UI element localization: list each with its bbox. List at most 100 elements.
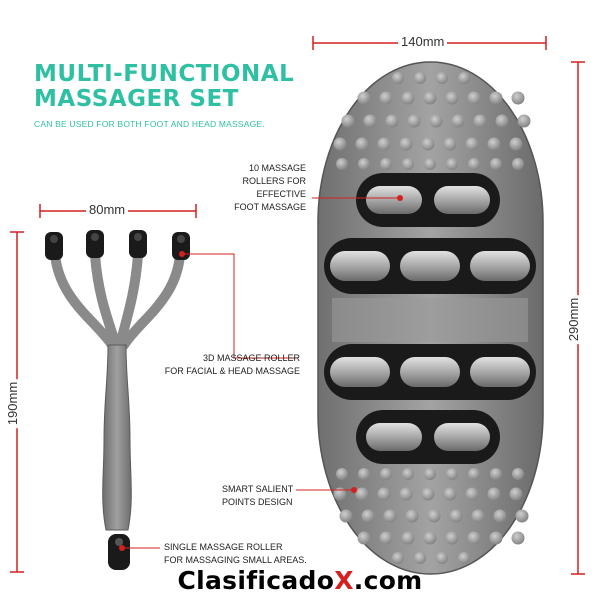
- salient-point: [383, 509, 397, 523]
- salient-point: [336, 158, 348, 170]
- center-band: [332, 298, 528, 342]
- salient-point: [465, 137, 479, 151]
- salient-point: [358, 468, 370, 480]
- salient-point: [355, 487, 369, 501]
- salient-point: [380, 158, 392, 170]
- salient-point: [445, 531, 459, 545]
- salient-point: [465, 487, 479, 501]
- page-title: MULTI-FUNCTIONAL MASSAGER SET: [34, 62, 294, 112]
- salient-point: [392, 552, 404, 564]
- callout-rollers-line2: ROLLERS FOR EFFECTIVE: [242, 176, 306, 199]
- salient-point: [509, 137, 523, 151]
- watermark-part1: Clasificado: [177, 566, 335, 595]
- salient-point: [515, 509, 529, 523]
- salient-point: [489, 531, 503, 545]
- salient-point: [361, 509, 375, 523]
- salient-point: [429, 114, 443, 128]
- callout-rollers-line3: FOOT MASSAGE: [234, 202, 306, 212]
- salient-point: [341, 114, 355, 128]
- salient-point: [446, 468, 458, 480]
- salient-point: [377, 487, 391, 501]
- salient-point: [336, 468, 348, 480]
- salient-point: [424, 468, 436, 480]
- watermark-part3: .com: [353, 566, 423, 595]
- callout-salient-line1: SMART SALIENT: [222, 484, 294, 494]
- subtitle: CAN BE USED FOR BOTH FOOT AND HEAD MASSA…: [34, 119, 265, 129]
- salient-point: [517, 114, 531, 128]
- salient-point: [458, 72, 470, 84]
- salient-point: [399, 487, 413, 501]
- salient-point: [436, 552, 448, 564]
- salient-point: [385, 114, 399, 128]
- salient-point: [333, 137, 347, 151]
- roller-row-3: [324, 344, 536, 400]
- salient-point: [424, 158, 436, 170]
- dim-label-foot-width: 140mm: [398, 34, 448, 49]
- title-line-1: MULTI-FUNCTIONAL: [34, 61, 295, 87]
- callout-salient: SMART SALIENT POINTS DESIGN: [222, 483, 293, 509]
- salient-point: [445, 91, 459, 105]
- callout-single-roller: SINGLE MASSAGE ROLLER FOR MASSAGING SMAL…: [164, 541, 307, 567]
- salient-point: [495, 114, 509, 128]
- salient-point: [421, 137, 435, 151]
- salient-point: [443, 137, 457, 151]
- salient-point: [377, 137, 391, 151]
- salient-point: [458, 552, 470, 564]
- callout-salient-line2: POINTS DESIGN: [222, 497, 293, 507]
- salient-point: [363, 114, 377, 128]
- salient-point: [471, 509, 485, 523]
- salient-point: [380, 468, 392, 480]
- salient-point: [467, 531, 481, 545]
- salient-point: [407, 114, 421, 128]
- salient-point: [339, 509, 353, 523]
- salient-point: [401, 91, 415, 105]
- salient-point: [512, 158, 524, 170]
- salient-point: [392, 72, 404, 84]
- salient-point: [467, 91, 481, 105]
- salient-point: [414, 72, 426, 84]
- salient-point: [511, 531, 525, 545]
- salient-point: [423, 531, 437, 545]
- salient-point: [358, 158, 370, 170]
- salient-point: [446, 158, 458, 170]
- salient-point: [423, 91, 437, 105]
- watermark-x: X: [334, 566, 354, 595]
- salient-point: [487, 487, 501, 501]
- roller-row-1: [356, 173, 500, 227]
- callout-3d-roller: 3D MASSAGE ROLLER FOR FACIAL & HEAD MASS…: [160, 352, 300, 378]
- salient-point: [511, 91, 525, 105]
- salient-point: [473, 114, 487, 128]
- salient-point: [468, 468, 480, 480]
- salient-point: [468, 158, 480, 170]
- salient-point: [357, 91, 371, 105]
- salient-point: [443, 487, 457, 501]
- salient-point: [490, 468, 502, 480]
- salient-point: [333, 487, 347, 501]
- callout-3d-line1: 3D MASSAGE ROLLER: [202, 353, 300, 363]
- salient-point: [379, 91, 393, 105]
- callout-leaders: [122, 197, 400, 549]
- salient-point: [451, 114, 465, 128]
- salient-point: [402, 158, 414, 170]
- callout-rollers-line1: 10 MASSAGE: [248, 163, 306, 173]
- salient-point: [509, 487, 523, 501]
- salient-points-bottom: [333, 468, 529, 564]
- salient-point: [401, 531, 415, 545]
- salient-point: [427, 509, 441, 523]
- salient-point: [355, 137, 369, 151]
- salient-point: [493, 509, 507, 523]
- roller-row-4: [356, 410, 500, 464]
- head-massager: [45, 230, 190, 570]
- dim-label-foot-height: 290mm: [566, 294, 582, 345]
- salient-point: [414, 552, 426, 564]
- salient-point: [436, 72, 448, 84]
- salient-point: [490, 158, 502, 170]
- salient-point: [421, 487, 435, 501]
- callout-single-line2: FOR MASSAGING SMALL AREAS.: [164, 555, 307, 565]
- salient-points-top: [333, 72, 531, 170]
- salient-point: [379, 531, 393, 545]
- salient-point: [449, 509, 463, 523]
- callout-3d-line2: FOR FACIAL & HEAD MASSAGE: [164, 366, 300, 376]
- salient-point: [512, 468, 524, 480]
